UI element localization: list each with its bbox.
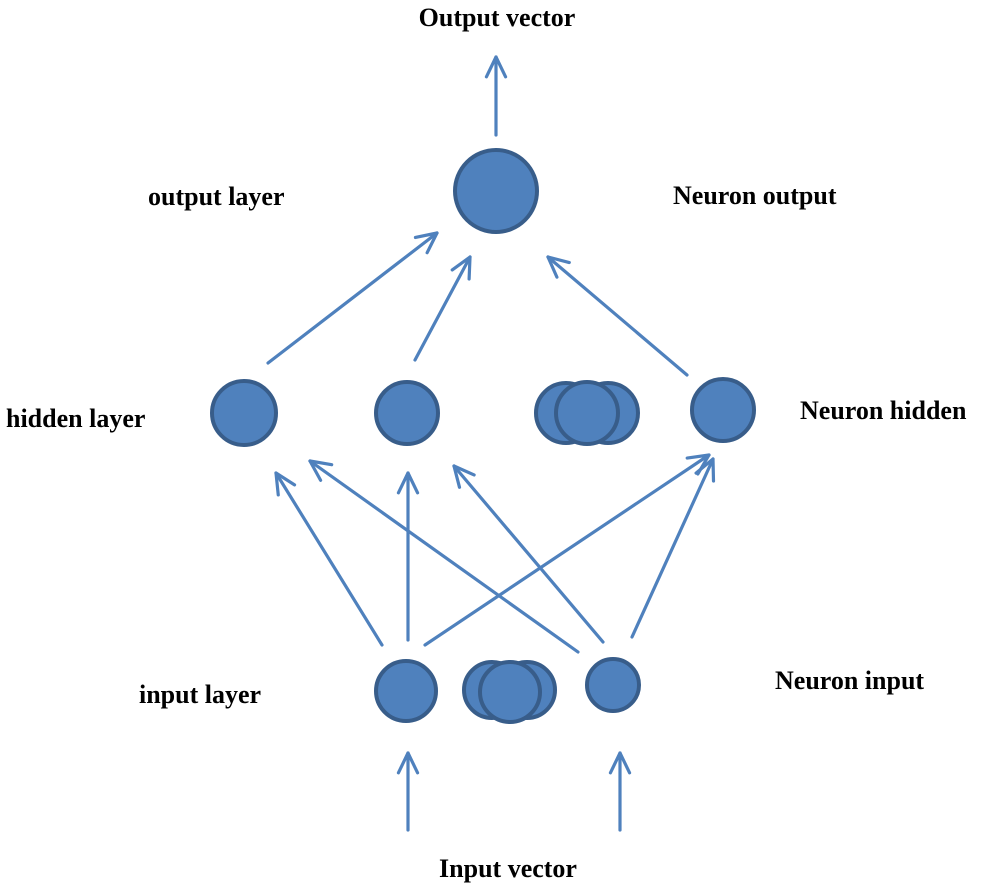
arrow-i3-to-h4 [630,457,715,639]
arrow-h4-to-output [546,255,689,377]
arrow-h1-to-output [266,231,439,365]
input-neuron-3 [585,657,641,713]
arrow-h1-to-output-head [413,231,439,255]
hidden-neuron-2 [374,380,440,446]
neuron-input-label: Neuron input [775,666,924,695]
arrow-to-output-vector-head [484,55,508,79]
input-vector-label: Input vector [439,854,577,883]
arrow-h2-to-output [413,255,472,362]
output-neuron [453,148,539,234]
neuron-hidden-label: Neuron hidden [800,396,967,425]
arrow-i3-to-h1-head [308,459,334,482]
arrow-input-vector-1-head [396,751,420,775]
hidden-neuron-stack [534,380,640,446]
arrow-h2-to-output-head [450,255,472,281]
hidden-layer-label: hidden layer [6,404,145,433]
output-layer-label: output layer [148,182,285,211]
arrow-i3-to-h4-head [694,457,716,483]
arrow-i3-to-h3-head [452,464,476,489]
input-neuron-stack [462,660,557,724]
connection-arrows [266,55,716,832]
arrow-i1-to-h2-head [396,471,420,495]
input-layer-label: input layer [139,680,261,709]
arrow-i1-to-h1-head [274,471,297,497]
neuron-output-label: Neuron output [673,181,837,210]
arrow-i1-to-h4 [423,453,711,647]
arrow-i1-to-h1 [274,471,384,647]
arrow-h4-to-output-head [546,255,571,279]
hidden-neuron-4 [690,377,756,443]
output-vector-label: Output vector [419,3,576,32]
hidden-neuron-1 [210,379,278,447]
arrow-i3-to-h1 [308,459,580,654]
input-neuron-1 [374,659,438,723]
arrow-input-vector-2-head [608,751,632,775]
arrow-i3-to-h3 [452,464,605,644]
